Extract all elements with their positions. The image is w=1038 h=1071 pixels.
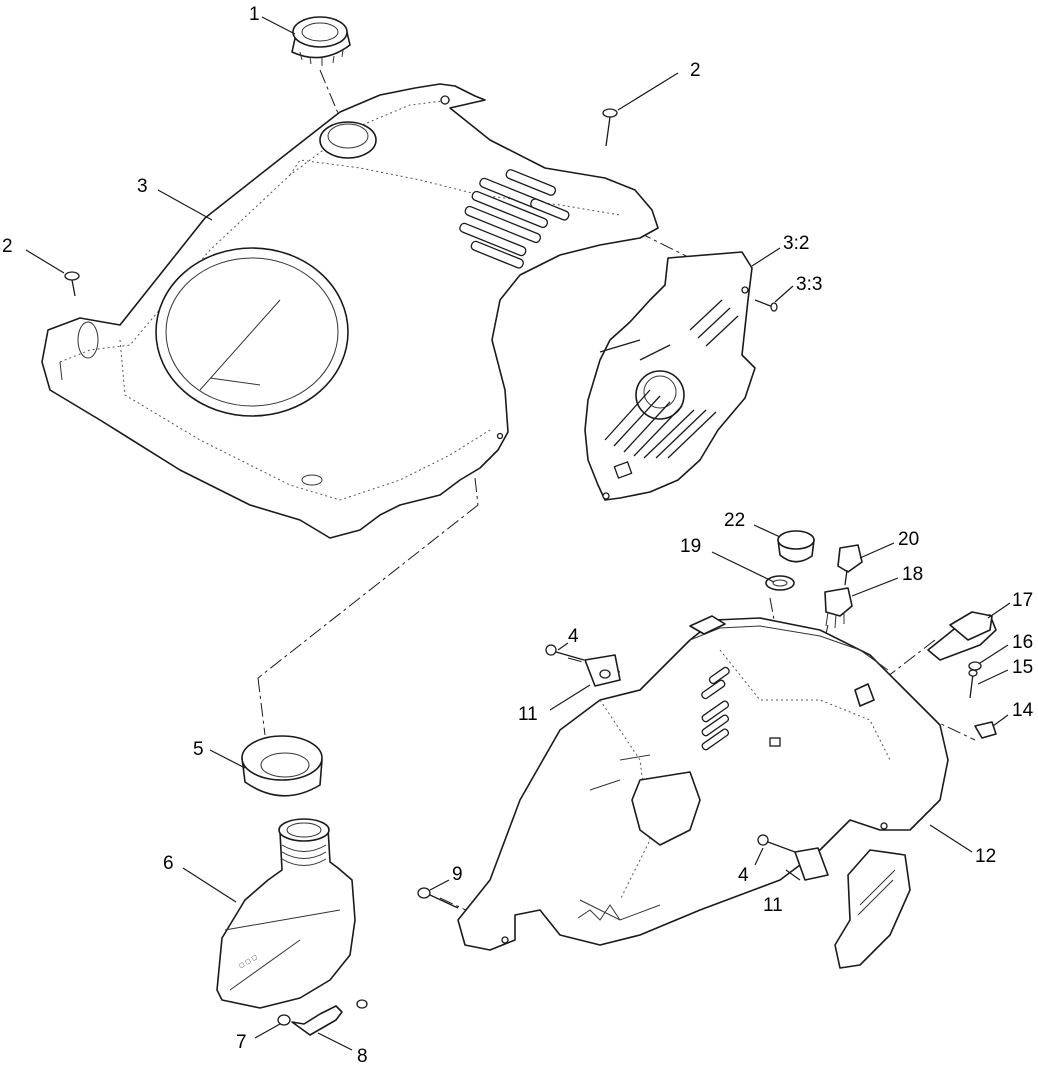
callout-3-3: 3:3 [796, 274, 822, 295]
callout-11-lower: 11 [763, 895, 783, 916]
callout-4-upper: 4 [568, 626, 579, 647]
callout-8: 8 [357, 1046, 368, 1067]
callout-3: 3 [137, 176, 148, 197]
housing-vent-slots [701, 666, 730, 751]
cover-screw-left [64, 271, 80, 297]
handle-grip [927, 611, 997, 661]
washer [968, 661, 982, 671]
callout-17: 17 [1012, 590, 1033, 611]
ignition-switch [824, 587, 853, 629]
side-grille-panel [584, 251, 756, 501]
callout-2-right: 2 [690, 60, 701, 81]
key [837, 544, 863, 586]
clamp-upper [584, 654, 621, 687]
fuel-cap [291, 16, 351, 66]
callout-1: 1 [249, 4, 260, 25]
fuel-fitting [277, 1014, 291, 1026]
callout-2-left: 2 [2, 236, 13, 257]
fuel-hose [291, 999, 368, 1036]
callout-11-upper: 11 [518, 704, 538, 725]
callout-19: 19 [680, 536, 701, 557]
callout-9: 9 [452, 864, 463, 885]
screw-lower [757, 834, 796, 853]
leader-lines [25, 16, 1011, 1051]
callout-4-lower: 4 [738, 865, 749, 886]
knob-bezel [765, 575, 795, 591]
clip [974, 721, 997, 739]
callout-15: 15 [1012, 657, 1033, 678]
callout-14: 14 [1012, 700, 1034, 721]
knob [777, 530, 815, 563]
cover-vent-slots [459, 169, 570, 269]
callout-5: 5 [193, 739, 204, 760]
fuel-tank: ▢ ▢ ▢ [216, 818, 356, 1009]
callout-18: 18 [902, 564, 923, 585]
screw-upper [545, 644, 585, 661]
callout-7: 7 [236, 1032, 247, 1053]
side-panel-slots [599, 299, 739, 459]
filler-grommet [241, 735, 323, 797]
callout-22: 22 [724, 510, 745, 531]
callout-20: 20 [898, 529, 919, 550]
clamp-lower [794, 847, 829, 881]
side-panel-screw [754, 299, 778, 312]
lower-housing [457, 615, 949, 969]
grip-screw [968, 669, 978, 699]
top-cover-shroud [41, 83, 659, 539]
bolt [417, 887, 459, 909]
callout-3-2: 3:2 [783, 233, 809, 254]
callout-6: 6 [163, 853, 174, 874]
callout-12: 12 [975, 846, 996, 867]
callout-16: 16 [1012, 632, 1033, 653]
cover-screw-right [602, 108, 618, 147]
callout-labels: 1 2 2 3 3:2 3:3 4 4 5 6 7 8 9 11 11 12 1… [2, 4, 1034, 1067]
